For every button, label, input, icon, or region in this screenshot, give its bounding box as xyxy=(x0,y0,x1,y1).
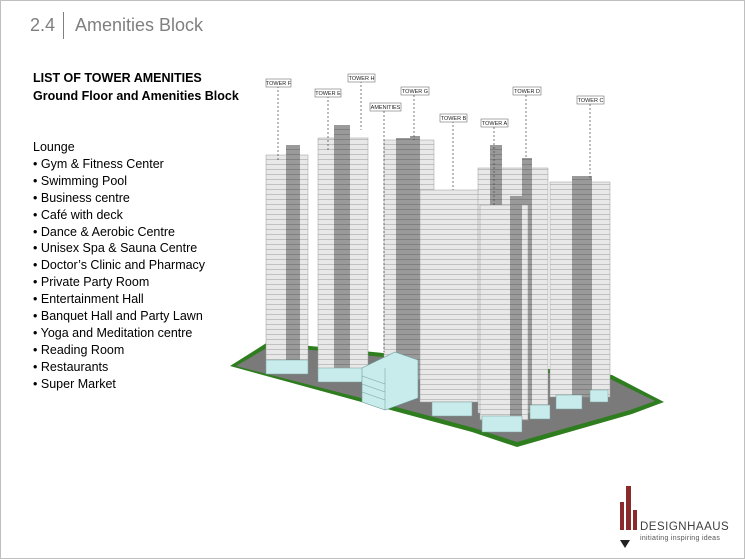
tower-f-block xyxy=(265,145,309,375)
tower-massing-diagram: TOWER F TOWER E TOWER H AMENITIES TOWER … xyxy=(230,73,664,447)
tower-b-label: TOWER B xyxy=(441,116,467,122)
section-number: 2.4 xyxy=(30,15,56,35)
amenity-label: Banquet Hall and Party Lawn xyxy=(40,309,203,324)
bullet-glyph: • xyxy=(33,190,38,205)
tower-h-label: TOWER H xyxy=(349,76,375,82)
amenity-label: Café with deck xyxy=(40,207,123,222)
section-title: Amenities Block xyxy=(75,15,204,35)
list-item: • Business centre xyxy=(33,190,205,207)
leader-lines xyxy=(277,81,591,352)
bullet-glyph: • xyxy=(33,325,38,340)
list-item: • Swimming Pool xyxy=(33,173,205,190)
amenities-block xyxy=(361,351,419,411)
tower-e-block xyxy=(317,125,369,383)
amenity-label: Reading Room xyxy=(40,342,125,357)
amenities-label: AMENITIES xyxy=(371,105,401,111)
tower-a-label: TOWER A xyxy=(482,121,508,127)
amenity-label: Super Market xyxy=(40,376,116,391)
tower-f-label: TOWER F xyxy=(266,81,292,87)
tower-e-label: TOWER E xyxy=(315,91,341,97)
amenity-label: Dance & Aerobic Centre xyxy=(40,224,175,239)
amenities-list: Lounge • Gym & Fitness Center • Swimming… xyxy=(33,139,205,393)
amenity-label: Unisex Spa & Sauna Centre xyxy=(40,241,198,256)
amenity-label: Entertainment Hall xyxy=(40,292,144,307)
amenity-label: Yoga and Meditation centre xyxy=(40,325,193,340)
logo-wordmark: DESIGNHAAUS xyxy=(640,521,730,533)
list-item: • Banquet Hall and Party Lawn xyxy=(33,308,205,325)
bullet-glyph: • xyxy=(33,309,38,324)
list-item: • Reading Room xyxy=(33,342,205,359)
list-item: • Private Party Room xyxy=(33,274,205,291)
list-item: • Entertainment Hall xyxy=(33,291,205,308)
bullet-glyph: • xyxy=(33,376,38,391)
list-item: • Restaurants xyxy=(33,359,205,376)
bullet-glyph: • xyxy=(33,156,38,171)
tower-b-block xyxy=(419,189,483,417)
tower-a-block xyxy=(479,196,529,433)
bullet-glyph: • xyxy=(33,359,38,374)
bullet-glyph: • xyxy=(33,241,38,256)
tower-g-label: TOWER G xyxy=(402,89,428,95)
amenity-label: Business centre xyxy=(40,190,130,205)
amenity-label: Doctor’s Clinic and Pharmacy xyxy=(40,258,206,273)
list-item: • Doctor’s Clinic and Pharmacy xyxy=(33,257,205,274)
bullet-glyph: • xyxy=(33,342,38,357)
list-item-lounge: Lounge xyxy=(33,140,75,154)
bullet-glyph: • xyxy=(33,207,38,222)
bullet-glyph: • xyxy=(33,275,38,290)
list-item: • Yoga and Meditation centre xyxy=(33,325,205,342)
bullet-glyph: • xyxy=(33,258,38,273)
amenities-heading: LIST OF TOWER AMENITIES xyxy=(33,71,202,85)
bullet-glyph: • xyxy=(33,173,38,188)
list-item: • Super Market xyxy=(33,376,205,393)
list-item: • Unisex Spa & Sauna Centre xyxy=(33,240,205,257)
amenities-subheading: Ground Floor and Amenities Block xyxy=(33,89,239,103)
amenity-label: Gym & Fitness Center xyxy=(40,156,164,171)
tower-c-label: TOWER C xyxy=(578,98,604,104)
amenity-label: Swimming Pool xyxy=(40,173,128,188)
tower-c-block xyxy=(549,176,611,410)
list-item: • Dance & Aerobic Centre xyxy=(33,224,205,241)
bullet-glyph: • xyxy=(33,292,38,307)
amenity-label: Private Party Room xyxy=(40,275,150,290)
designhaus-logo-icon xyxy=(620,486,637,548)
list-item: • Gym & Fitness Center xyxy=(33,156,205,173)
bullet-glyph: • xyxy=(33,224,38,239)
logo-tagline: initiating inspiring ideas xyxy=(640,535,721,542)
amenity-label: Restaurants xyxy=(40,359,109,374)
tower-d-label: TOWER D xyxy=(514,89,540,95)
header-divider xyxy=(63,12,64,39)
list-item: • Café with deck xyxy=(33,207,205,224)
